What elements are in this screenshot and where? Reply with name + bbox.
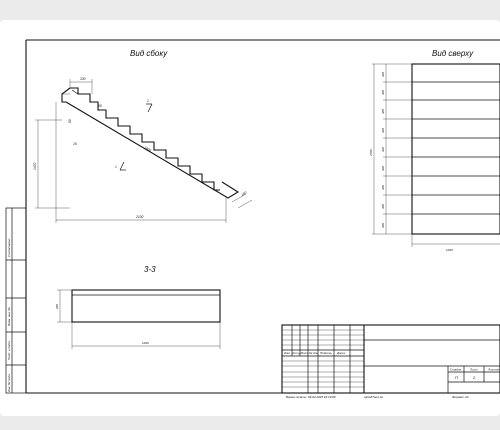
top-view-plan: [411, 63, 500, 235]
tread-dim-7: 300: [381, 185, 385, 190]
left-stamp-strip: Согласовано Взам. инв. № Подп. и дата Ин…: [5, 207, 27, 394]
tb-stage-header: Стадия: [450, 368, 462, 372]
tb-sheet-value: 2: [472, 375, 476, 380]
tread-dim-5: 300: [381, 147, 385, 152]
tread-dim-3: 300: [381, 109, 385, 114]
tb-col-izm: Изм.: [284, 351, 291, 355]
tb-col-kol: Кол.уч: [293, 351, 302, 355]
section-height: 260: [55, 304, 59, 310]
dim-nose: 60: [68, 119, 72, 123]
cut-mark-upper: 1: [147, 99, 149, 103]
dim-slope-length: 1600: [144, 145, 152, 152]
side-view-stair: [61, 87, 240, 199]
dim-step: 16: [73, 142, 77, 146]
strip-label-inventory: Инв. № подл.: [7, 373, 11, 392]
footer-print-time: Время печати: 09.04.2025 16:19:06: [286, 395, 336, 399]
top-view-dimensions: 300 300 300 300 300 300 300 300 300 2700…: [369, 63, 500, 252]
tread-dim-4: 300: [381, 128, 385, 133]
drawing-canvas: Согласовано Взам. инв. № Подп. и дата Ин…: [5, 39, 500, 399]
tread-dim-8: 300: [381, 204, 385, 209]
dim-height: 1470: [33, 162, 37, 170]
dim-thickness: 160: [241, 191, 248, 197]
tb-col-sign: Подпись: [320, 351, 332, 355]
footer-file: a1ba57ae1.bx: [364, 395, 384, 399]
section-width: 1200: [142, 341, 149, 345]
cut-marks: 1 1: [115, 99, 153, 171]
top-view-title: Вид сверху: [432, 49, 474, 58]
dim-bottom-width: 2100: [135, 215, 144, 219]
tb-sheets-header: Листов: [487, 368, 499, 372]
tread-dim-6: 300: [381, 166, 385, 171]
strip-label-approved: Согласовано: [7, 238, 11, 257]
strip-label-replace: Взам. инв. №: [7, 307, 11, 326]
tb-sheet-header: Лист: [469, 368, 478, 372]
section-view: 260 1200: [55, 289, 221, 349]
side-view-dimensions: 330 60 60 16 1470 1600 160: [33, 77, 253, 223]
drawing-sheet: Согласовано Взам. инв. № Подп. и дата Ин…: [0, 20, 500, 416]
title-block: Изм. Кол.уч Лист № док. Подпись Дата Ста…: [281, 324, 500, 394]
top-width: 1200: [446, 248, 453, 252]
section-title: 3-3: [144, 265, 156, 274]
tread-dim-9: 300: [381, 223, 385, 228]
top-overall-height: 2700: [369, 149, 373, 157]
tb-col-doc: № док.: [309, 351, 319, 355]
tread-dim-1: 300: [381, 72, 385, 77]
dim-top-width: 330: [80, 77, 86, 81]
tb-stage-value: П: [455, 375, 458, 380]
cut-mark-lower: 1: [115, 165, 117, 169]
strip-label-sign-date: Подп. и дата: [7, 341, 11, 360]
tb-col-list: Лист: [300, 351, 309, 355]
footer-format: Формат А3: [452, 395, 469, 399]
side-view-title: Вид сбоку: [130, 49, 168, 58]
tread-dim-2: 300: [381, 90, 385, 95]
dim-top-small: 60: [98, 104, 102, 108]
tb-col-date: Дата: [336, 351, 345, 355]
